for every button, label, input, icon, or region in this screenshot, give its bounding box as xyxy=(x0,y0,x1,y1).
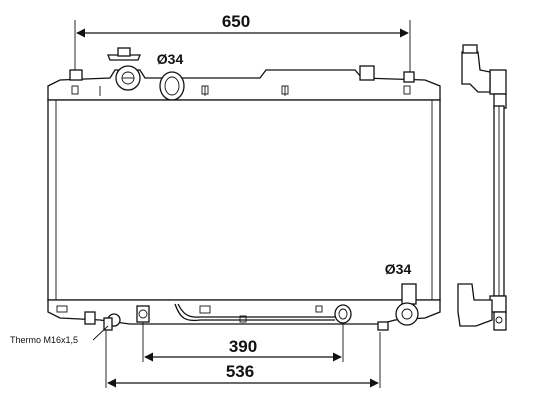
drain-fitting xyxy=(136,305,150,323)
inlet-pipe: Ø34 xyxy=(157,51,185,101)
thermo-annotation: Thermo M16x1,5 xyxy=(10,325,109,345)
filler-cap xyxy=(107,47,141,91)
dimension-overall-width: 650 xyxy=(74,12,411,75)
outlet-pipe-bottom xyxy=(334,304,352,324)
thermo-label: Thermo M16x1,5 xyxy=(10,335,78,345)
side-view xyxy=(457,44,507,331)
inlet-diameter-label: Ø34 xyxy=(157,51,184,67)
outlet-spacing-label: 390 xyxy=(229,337,257,356)
dimension-core-width: 536 xyxy=(105,330,381,388)
thermo-sensor xyxy=(103,313,121,331)
top-tank xyxy=(47,65,441,101)
dimension-outlet-spacing: 390 xyxy=(142,322,344,362)
core-width-label: 536 xyxy=(226,362,254,381)
overall-width-label: 650 xyxy=(222,12,250,31)
radiator-core xyxy=(47,99,441,301)
outlet-pipe-right: Ø34 xyxy=(385,261,419,326)
outlet-diameter-label: Ø34 xyxy=(385,261,412,277)
